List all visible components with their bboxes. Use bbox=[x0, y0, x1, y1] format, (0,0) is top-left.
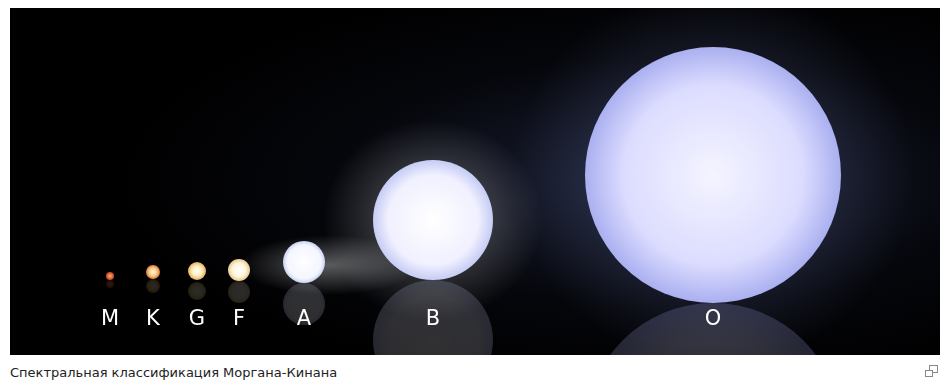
spectral-class-label: B bbox=[426, 306, 440, 330]
f-star bbox=[228, 259, 250, 281]
k-star bbox=[146, 265, 160, 279]
spectral-class-label: A bbox=[297, 306, 311, 330]
spectral-class-label: G bbox=[189, 306, 205, 330]
m-star bbox=[106, 272, 114, 280]
g-star bbox=[188, 262, 206, 280]
figure-caption: Спектральная классификация Моргана-Кинан… bbox=[10, 364, 337, 382]
o-star bbox=[585, 47, 841, 303]
spectral-class-label: M bbox=[101, 306, 119, 330]
b-star bbox=[373, 160, 493, 280]
spectral-class-label: K bbox=[146, 306, 160, 330]
spectral-class-label: O bbox=[705, 306, 722, 330]
a-star bbox=[283, 241, 325, 283]
spectral-class-label: F bbox=[233, 306, 245, 330]
enlarge-icon bbox=[926, 366, 938, 377]
